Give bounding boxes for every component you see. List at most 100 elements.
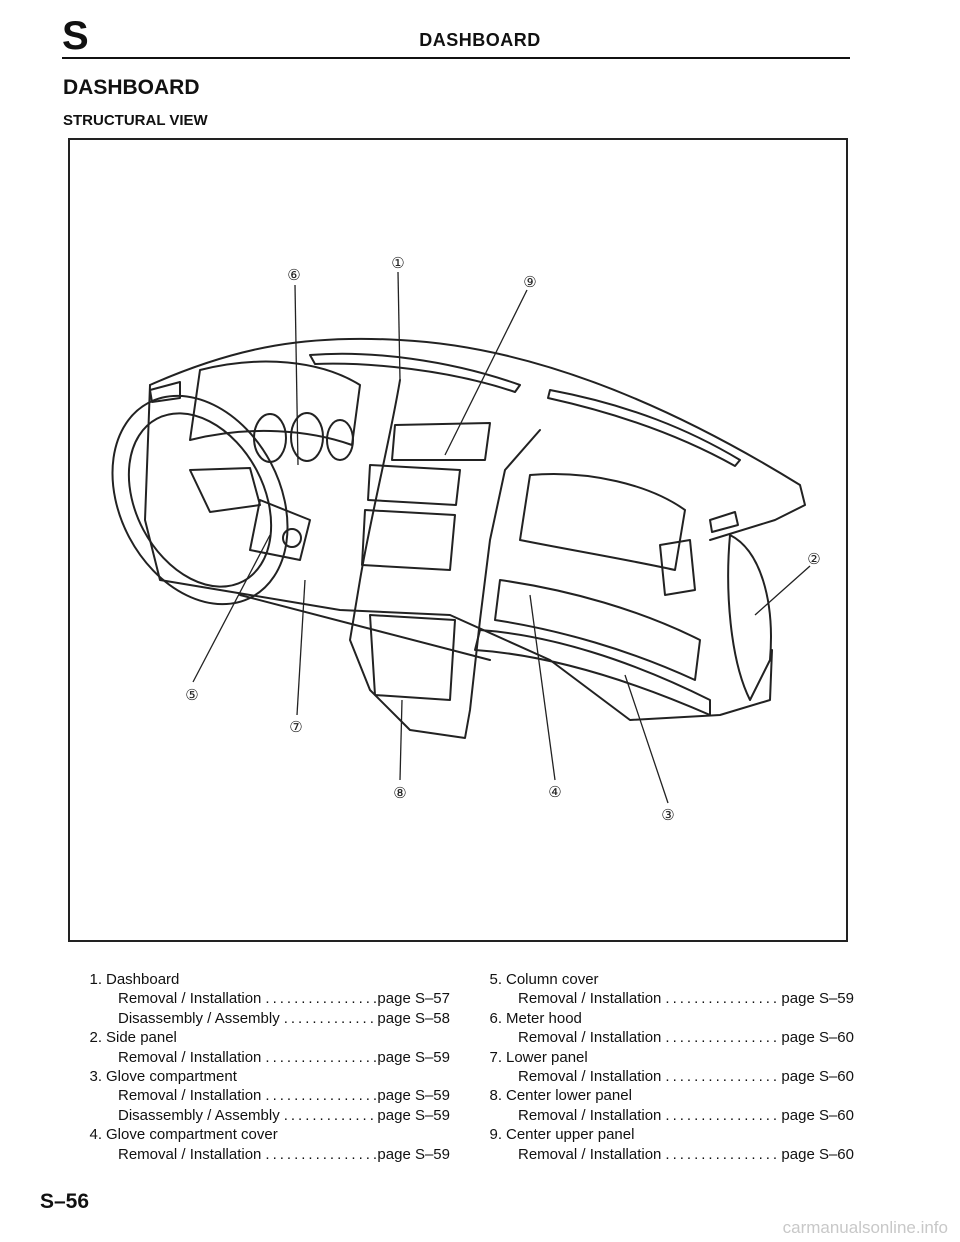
item-number: 8.: [489, 1087, 502, 1105]
leader-1: [397, 271, 401, 381]
page-reference: page S–60: [781, 1029, 854, 1047]
dot-leader: [661, 1028, 781, 1047]
callout-1: ①: [391, 254, 404, 272]
page-reference: page S–60: [781, 1145, 854, 1163]
left-side-vent: [149, 381, 181, 403]
page-reference: page S–60: [781, 1068, 854, 1086]
legend-item: 5. Column cover: [478, 970, 854, 989]
procedure-label: Removal / Installation: [518, 990, 662, 1008]
item-number: 7.: [489, 1048, 502, 1066]
gauge-left: [253, 413, 287, 463]
legend-subitem: Removal / Installation page S–57: [78, 989, 450, 1008]
legend-subitem: Removal / Installation page S–59: [78, 1086, 450, 1105]
legend-item: 9. Center upper panel: [478, 1125, 854, 1144]
callout-6: ⑥: [287, 266, 300, 284]
legend-subitem: Removal / Installation page S–59: [78, 1145, 450, 1164]
legend-subitem: Removal / Installation page S–60: [478, 1106, 854, 1125]
defroster-vent-left: [309, 352, 521, 393]
dot-leader: [661, 1067, 781, 1086]
section-letter: S: [62, 14, 89, 58]
leader-9: [444, 289, 528, 456]
dot-leader: [661, 1145, 781, 1164]
procedure-label: Removal / Installation: [518, 1106, 662, 1124]
legend-item: 7. Lower panel: [478, 1048, 854, 1067]
legend-item: 1. Dashboard: [78, 970, 450, 989]
page-reference: page S–59: [377, 1145, 450, 1163]
item-name: Glove compartment cover: [106, 1126, 278, 1144]
glove-box-cover: [494, 579, 701, 681]
right-side-vent: [709, 511, 739, 533]
page-reference: page S–58: [377, 1009, 450, 1027]
leader-7: [296, 579, 306, 716]
glove-compartment: [474, 629, 711, 716]
dot-leader: [661, 989, 781, 1008]
item-number: 6.: [489, 1009, 502, 1027]
procedure-label: Disassembly / Assembly: [118, 1009, 280, 1027]
column-cover: [249, 499, 311, 561]
dashboard-front-edge: [144, 384, 773, 721]
callout-7: ⑦: [289, 718, 302, 736]
page-reference: page S–60: [781, 1106, 854, 1124]
legend-right-column: 5. Column cover Removal / Installation p…: [478, 970, 854, 1164]
page-header-title: DASHBOARD: [419, 30, 541, 50]
item-number: 3.: [89, 1068, 102, 1086]
center-console-outline: [349, 379, 541, 739]
defroster-vent-right: [547, 389, 741, 467]
leader-4: [529, 594, 556, 781]
legend-subitem: Removal / Installation page S–60: [478, 1067, 854, 1086]
item-name: Side panel: [106, 1029, 177, 1047]
procedure-label: Removal / Installation: [118, 1048, 262, 1066]
item-number: 5.: [489, 971, 502, 988]
center-display: [391, 422, 491, 461]
page-reference: page S–59: [377, 1048, 450, 1066]
legend-subitem: Removal / Installation page S–60: [478, 1145, 854, 1164]
dot-leader: [261, 1048, 377, 1067]
legend-subitem: Disassembly / Assembly page S–58: [78, 1009, 450, 1028]
item-name: Lower panel: [506, 1048, 588, 1066]
item-name: Glove compartment: [106, 1068, 237, 1086]
dashboard-top-outline: [149, 337, 806, 541]
page-reference: page S–57: [377, 990, 450, 1008]
page-reference: page S–59: [781, 990, 854, 1008]
page-reference: page S–59: [377, 1087, 450, 1105]
upper-glove-lid: [519, 473, 686, 571]
item-name: Column cover: [506, 971, 599, 988]
legend-item: 2. Side panel: [78, 1028, 450, 1047]
dot-leader: [280, 1106, 378, 1125]
gauge-center: [290, 412, 324, 462]
gauge-right: [326, 419, 354, 461]
item-name: Dashboard: [106, 971, 180, 988]
callout-8: ⑧: [393, 784, 406, 802]
dot-leader: [280, 1009, 378, 1028]
procedure-label: Disassembly / Assembly: [118, 1106, 280, 1124]
legend-item: 8. Center lower panel: [478, 1086, 854, 1105]
procedure-label: Removal / Installation: [118, 1087, 262, 1105]
item-number: 2.: [89, 1029, 102, 1047]
legend-item: 6. Meter hood: [478, 1009, 854, 1028]
legend-left-column: 1. Dashboard Removal / Installation page…: [78, 970, 450, 1164]
leader-3: [624, 674, 669, 804]
legend-subitem: Removal / Installation page S–59: [478, 989, 854, 1008]
item-name: Center lower panel: [506, 1087, 632, 1105]
callout-9: ⑨: [523, 273, 536, 291]
section-title: DASHBOARD: [63, 76, 200, 99]
leader-5: [192, 534, 271, 683]
legend-subitem: Removal / Installation page S–59: [78, 1048, 450, 1067]
page-number: S–56: [40, 1190, 90, 1213]
procedure-label: Removal / Installation: [118, 990, 262, 1008]
radio-panel: [361, 509, 456, 571]
center-vents: [367, 464, 461, 506]
callout-4: ④: [548, 783, 561, 801]
watermark: carmanualsonline.info: [782, 1218, 948, 1237]
legend-subitem: Disassembly / Assembly page S–59: [78, 1106, 450, 1125]
subsection-title: STRUCTURAL VIEW: [63, 112, 208, 129]
leader-2: [754, 565, 811, 616]
dashboard-illustration: ① ② ③ ④ ⑤ ⑥ ⑦ ⑧ ⑨: [111, 254, 821, 824]
dot-leader: [261, 1145, 377, 1164]
item-number: 1.: [89, 971, 102, 988]
callout-3: ③: [661, 806, 674, 824]
meter-hood: [189, 360, 361, 446]
ignition-switch: [282, 528, 302, 548]
procedure-label: Removal / Installation: [518, 1068, 662, 1086]
leader-6: [294, 284, 299, 466]
